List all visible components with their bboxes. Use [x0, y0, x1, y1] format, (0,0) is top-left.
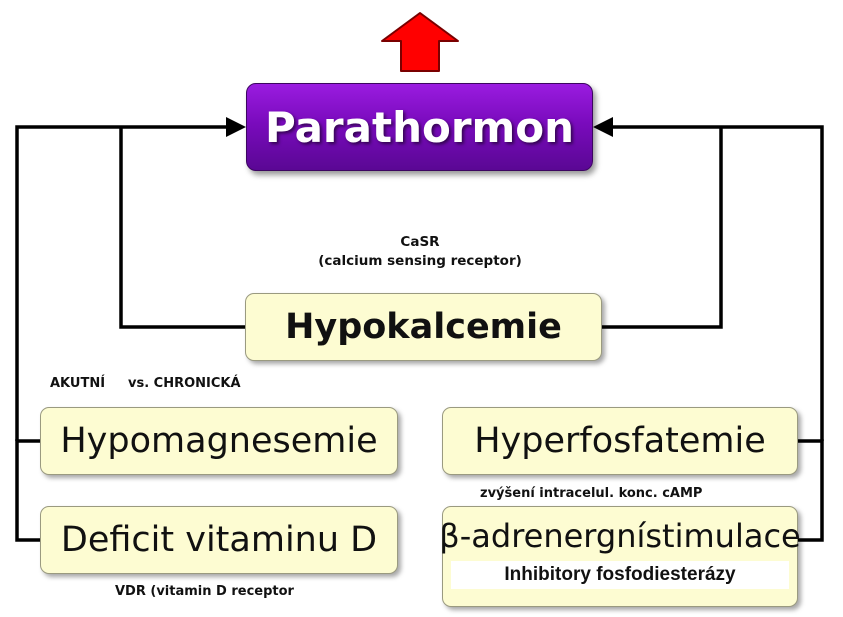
- up-arrow-icon: [381, 12, 459, 72]
- deficit-vitaminu-d-label: Deficit vitaminu D: [60, 520, 378, 560]
- connector-left-outer-up: [15, 125, 228, 441]
- casr-line1: CaSR: [400, 234, 440, 250]
- beta-stimulace-title: β-adrenergnístimulace: [439, 517, 800, 555]
- connector-right-inner: [602, 127, 723, 329]
- hypokalcemie-label: Hypokalcemie: [285, 307, 562, 347]
- connector-right-outer-up: [612, 125, 824, 441]
- beta-symbol: β: [439, 517, 460, 555]
- camp-annotation: zvýšení intracelul. konc. cAMP: [480, 486, 703, 501]
- hypomagnesemie-node: Hypomagnesemie: [40, 407, 398, 475]
- connector-right-outer: [798, 439, 824, 542]
- inhibitory-label: Inhibitory fosfodiesterázy: [451, 561, 789, 589]
- beta-stimulace-label: -adrenergnístimulace: [459, 517, 801, 555]
- hyperfosfatemie-label: Hyperfosfatemie: [474, 421, 766, 461]
- parathormon-node: Parathormon: [246, 83, 593, 171]
- casr-annotation: CaSR (calcium sensing receptor): [290, 233, 550, 271]
- deficit-vitaminu-d-node: Deficit vitaminu D: [40, 506, 398, 574]
- connector-left-outer: [15, 439, 40, 542]
- chronicka-annotation: vs. CHRONICKÁ: [128, 376, 241, 391]
- hypokalcemie-node: Hypokalcemie: [245, 293, 602, 361]
- connector-left-inner: [119, 127, 245, 329]
- hyperfosfatemie-node: Hyperfosfatemie: [442, 407, 798, 475]
- parathormon-label: Parathormon: [264, 102, 575, 152]
- vdr-annotation: VDR (vitamin D receptor: [115, 584, 294, 599]
- akutni-annotation: AKUTNÍ: [50, 376, 106, 391]
- hypomagnesemie-label: Hypomagnesemie: [60, 421, 378, 461]
- beta-stimulace-node: β-adrenergnístimulace Inhibitory fosfodi…: [439, 506, 801, 607]
- arrowhead-right: [593, 117, 613, 137]
- arrowhead-left: [226, 117, 246, 137]
- casr-line2: (calcium sensing receptor): [318, 253, 522, 269]
